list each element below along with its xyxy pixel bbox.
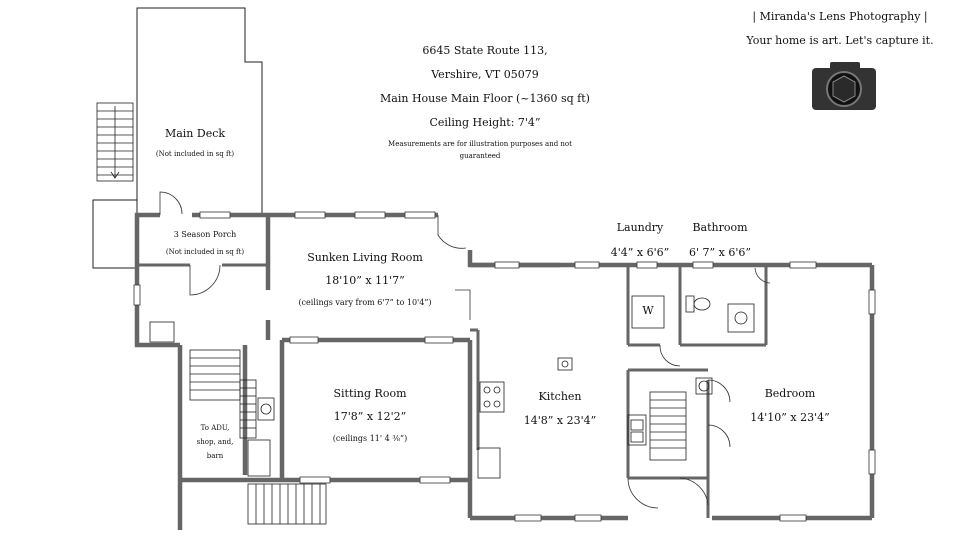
washer [631,295,665,329]
door-swings [159,191,771,509]
kitchen-island-sink [557,357,573,371]
water-heater [695,377,713,395]
adu-note-line-1: To ADU, [200,424,230,432]
exterior-walls [134,212,875,530]
bath-vanity [727,303,755,333]
main-deck-outline [92,7,263,269]
sitting-room-size: 17'8” x 12'2” [333,410,407,423]
brand-tagline: Your home is art. Let's capture it. [746,34,934,47]
bedroom-size: 14'10” x 23'4” [750,411,830,424]
sunken-living-size: 18'10” x 11'7” [325,274,405,287]
adu-note-line-3: barn [206,452,224,460]
bedroom-name: Bedroom [764,387,816,400]
deck-stairs [96,102,134,182]
kitchen-sink [627,414,647,446]
fridge [477,447,501,479]
fixtures [149,295,755,479]
porch-cabinet [149,321,175,343]
stove [479,381,505,413]
main-deck-note: (Not included in sq ft) [155,150,235,158]
bathroom-name: Bathroom [692,221,748,234]
laundry-size: 4'4” x 6'6” [610,246,670,259]
sunken-living-name: Sunken Living Room [307,251,423,264]
brand-name: | Miranda's Lens Photography | [752,10,928,23]
adu-note-line-2: shop, and, [196,438,234,446]
address-line-2: Vershire, VT 05079 [431,68,539,81]
sitting-room-note: (ceilings 11' 4 ⅜”) [332,434,408,443]
toilet-tank [685,295,695,313]
woodstove [257,397,275,421]
bathroom-size: 6' 7” x 6'6” [689,246,751,259]
address-line-1: 6645 State Route 113, [422,44,548,57]
ceiling-height: Ceiling Height: 7'4” [429,116,541,129]
camera-icon [812,62,876,110]
floor-title: Main House Main Floor (~1360 sq ft) [380,92,590,105]
sitting-room-name: Sitting Room [333,387,407,400]
kitchen-size: 14'8” x 23'4” [523,414,597,427]
porch-name: 3 Season Porch [173,230,237,239]
interior-stairs [189,349,687,525]
disclaimer-line-2: guaranteed [459,152,501,160]
washer-label: W [642,304,654,317]
windows [133,211,876,522]
disclaimer-line-1: Measurements are for illustration purpos… [388,140,572,148]
laundry-name: Laundry [616,221,664,234]
kitchen-name: Kitchen [538,390,582,403]
sunken-living-note: (ceilings vary from 6'7” to 10'4”) [298,298,432,307]
main-deck-name: Main Deck [164,127,226,140]
porch-note: (Not included in sq ft) [165,248,245,256]
